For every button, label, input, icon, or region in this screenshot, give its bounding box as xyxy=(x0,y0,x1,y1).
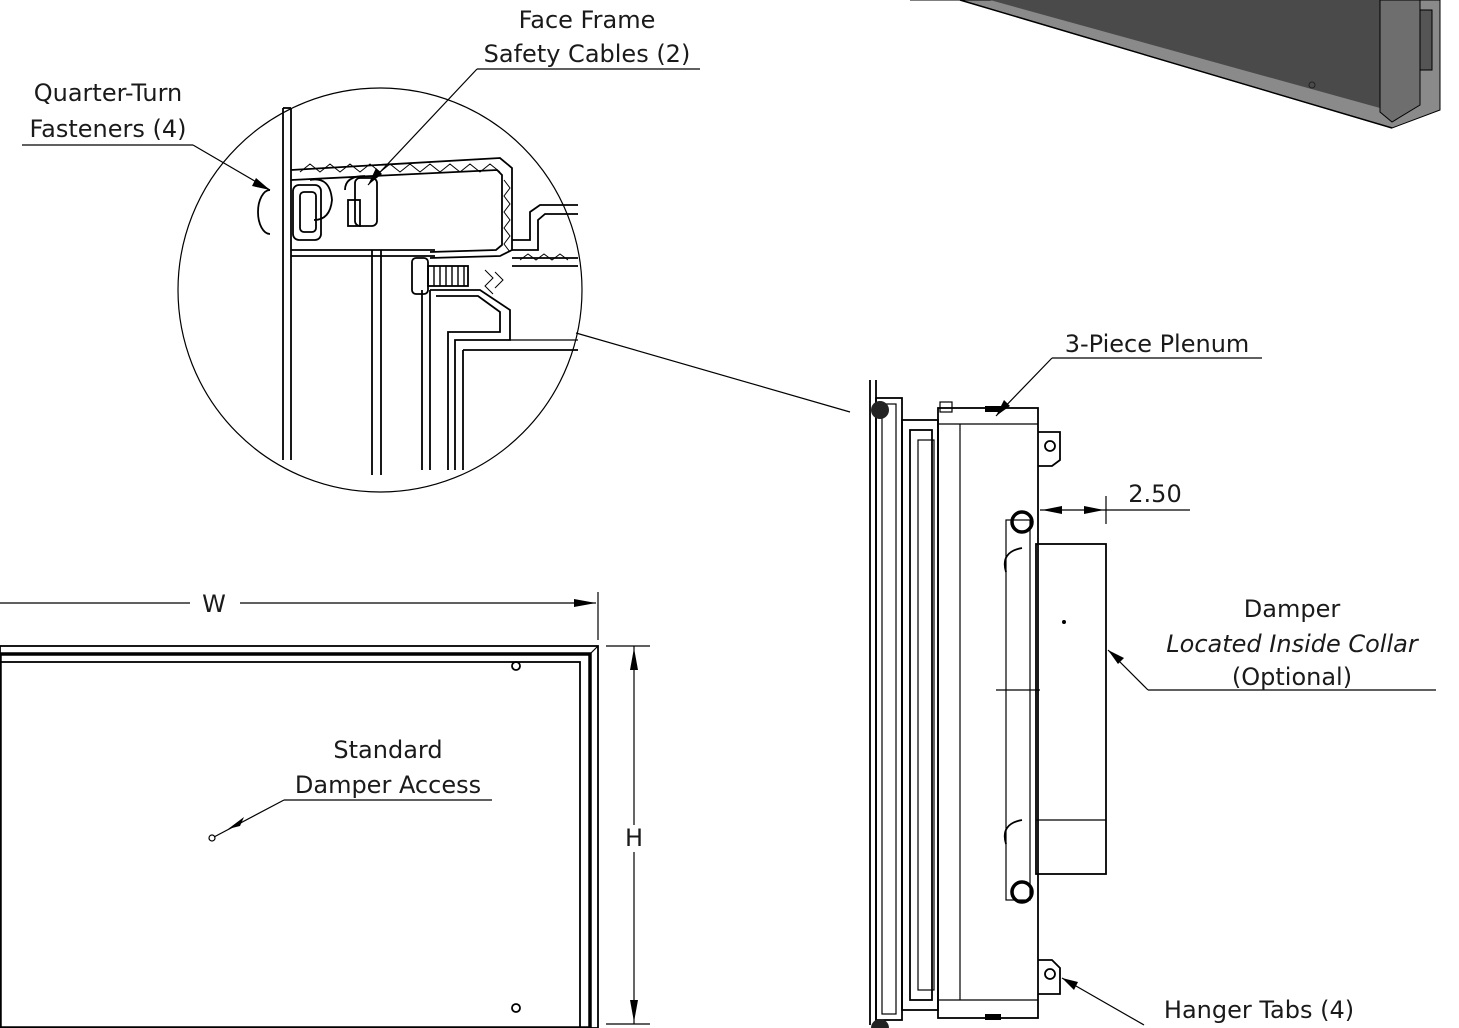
label-fasteners: Fasteners (4) xyxy=(30,115,187,143)
front-view xyxy=(0,645,599,1028)
detail-circle xyxy=(177,87,851,493)
label-standard: Standard xyxy=(333,736,442,764)
label-height: H xyxy=(625,824,643,852)
label-damper-access: Damper Access xyxy=(295,771,481,799)
label-face-frame: Face Frame xyxy=(519,6,656,34)
side-view xyxy=(869,380,1107,1028)
dimension-h xyxy=(606,645,650,1025)
label-safety-cables: Safety Cables (2) xyxy=(484,40,691,68)
label-quarter-turn: Quarter-Turn xyxy=(34,79,183,107)
label-hanger-tabs: Hanger Tabs (4) xyxy=(1164,996,1354,1024)
label-dim-250: 2.50 xyxy=(1128,480,1181,508)
label-plenum: 3-Piece Plenum xyxy=(1065,330,1250,358)
dimension-250 xyxy=(1040,496,1190,524)
panel-3d-view xyxy=(910,0,1441,129)
dimension-w xyxy=(0,592,599,640)
label-damper-optional: (Optional) xyxy=(1232,663,1352,691)
label-damper: Damper xyxy=(1244,595,1341,623)
leader-lines xyxy=(22,68,1436,1026)
label-damper-location: Located Inside Collar xyxy=(1166,630,1420,658)
label-width: W xyxy=(202,590,226,618)
